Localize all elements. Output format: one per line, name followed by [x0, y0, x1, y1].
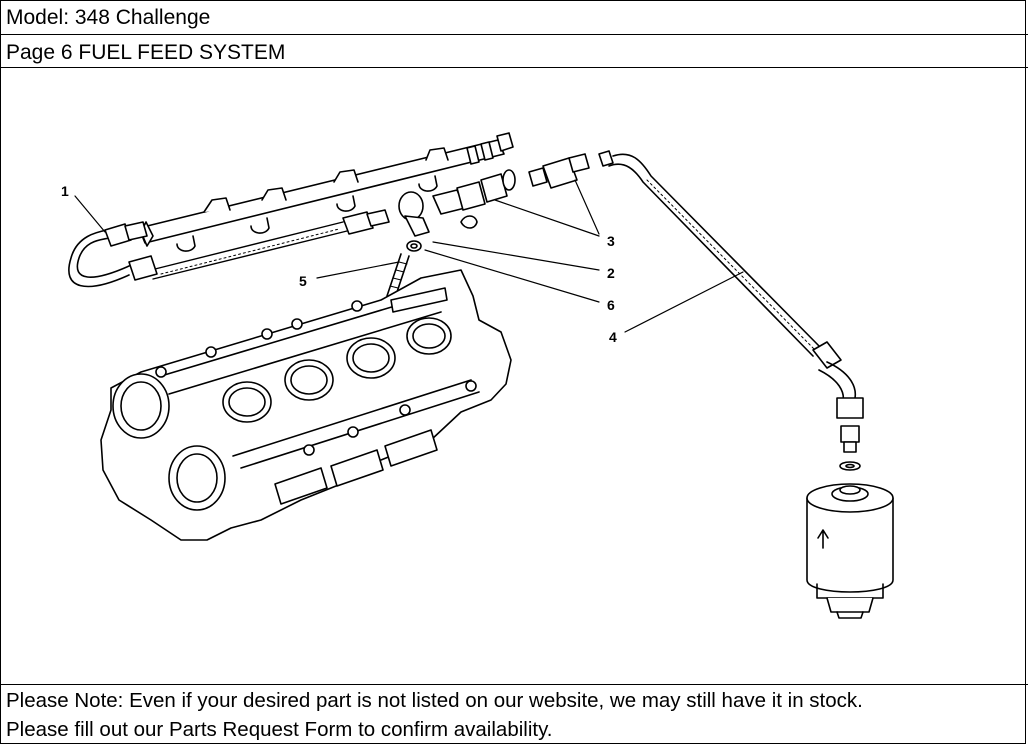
callout-5: 5 — [299, 273, 307, 289]
callout-6: 6 — [607, 297, 615, 313]
callouts: 1 2 3 4 5 6 — [61, 183, 617, 345]
callout-3: 3 — [607, 233, 615, 249]
model-header: Model: 348 Challenge — [0, 0, 1028, 35]
braided-hose-1 — [68, 209, 390, 288]
fuel-filter — [806, 483, 894, 619]
cylinder-head — [100, 269, 512, 541]
callout-1: 1 — [61, 183, 69, 199]
pressure-regulator — [398, 150, 614, 252]
page-title: Page 6 FUEL FEED SYSTEM — [6, 41, 286, 64]
note-line-1: Please Note: Even if your desired part i… — [6, 689, 863, 712]
model-title: Model: 348 Challenge — [6, 6, 211, 29]
parts-diagram: 1 2 3 4 5 6 — [61, 132, 894, 619]
ferrari-logo-plate — [390, 287, 448, 313]
callout-4: 4 — [609, 329, 617, 345]
leader-lines — [74, 179, 744, 333]
callout-2: 2 — [607, 265, 615, 281]
page-header: Page 6 FUEL FEED SYSTEM — [0, 35, 1028, 68]
valve-cover-openings — [222, 317, 452, 423]
availability-note: Please Note: Even if your desired part i… — [0, 684, 1028, 746]
fuel-rail — [138, 132, 514, 252]
braided-hose-4 — [608, 153, 864, 471]
note-line-2: Please fill out our Parts Request Form t… — [6, 718, 553, 741]
